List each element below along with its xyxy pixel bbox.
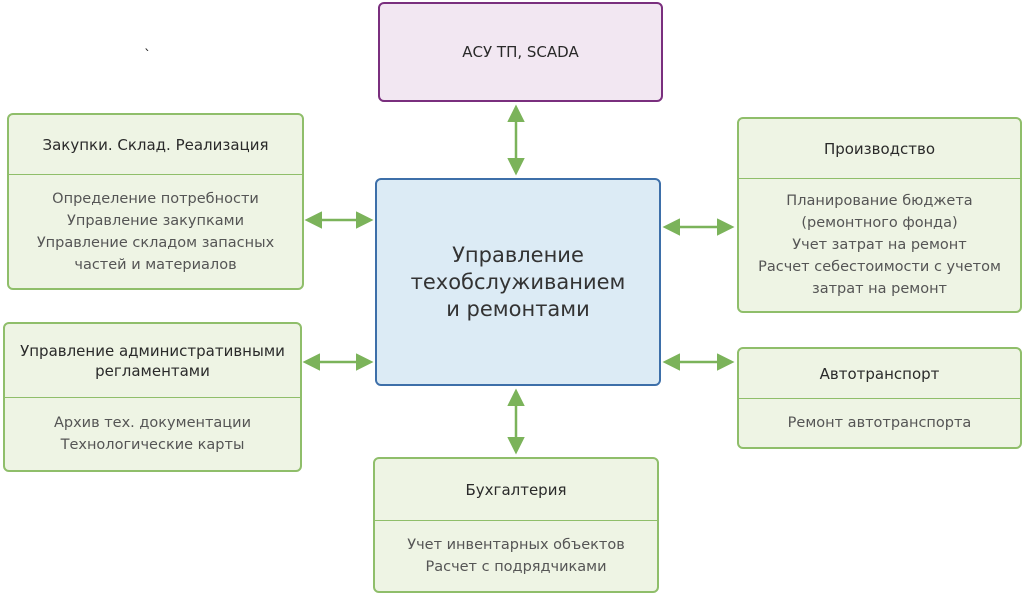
purchasing-items: Определение потребности Управление закуп… — [9, 175, 302, 288]
production-item: Расчет себестоимости с учетом — [758, 259, 1001, 275]
production-item: Учет затрат на ремонт — [792, 237, 967, 253]
center-line-3: и ремонтами — [446, 296, 590, 321]
accounting-item: Расчет с подрядчиками — [425, 559, 607, 575]
admin-item: Архив тех. документации — [53, 415, 252, 431]
production-title-line: Производство — [823, 139, 936, 158]
purchasing-item: частей и материалов — [74, 256, 237, 273]
admin-title-line: регламентами — [95, 361, 210, 380]
accounting-title: Бухгалтерия — [375, 459, 657, 521]
transport-title: Автотранспорт — [739, 349, 1020, 399]
transport-box: Автотранспорт Ремонт автотранспорта — [737, 347, 1022, 449]
purchasing-item: Управление складом запасных — [36, 234, 275, 251]
admin-title-line: Управление административными — [20, 341, 285, 360]
transport-item: Ремонт автотранспорта — [787, 415, 972, 431]
production-item: (ремонтного фонда) — [801, 215, 958, 231]
scada-box: АСУ ТП, SCADA — [378, 2, 663, 102]
purchasing-title-line: Закупки. Склад. Реализация — [42, 135, 269, 154]
purchasing-item: Управление закупками — [67, 212, 244, 229]
production-item: Планирование бюджета — [786, 193, 973, 209]
accounting-box: Бухгалтерия Учет инвентарных объектов Ра… — [373, 457, 659, 593]
admin-title: Управление административными регламентам… — [5, 324, 300, 398]
admin-box: Управление административными регламентам… — [3, 322, 302, 472]
transport-items: Ремонт автотранспорта — [739, 399, 1020, 447]
production-title: Производство — [739, 119, 1020, 179]
scada-label: АСУ ТП, SCADA — [462, 43, 579, 61]
admin-item: Технологические карты — [60, 437, 245, 453]
accounting-title-line: Бухгалтерия — [465, 480, 567, 499]
purchasing-item: Определение потребности — [52, 190, 259, 207]
admin-items: Архив тех. документации Технологические … — [5, 398, 300, 470]
accounting-items: Учет инвентарных объектов Расчет с подря… — [375, 521, 657, 591]
stray-mark: ` — [144, 48, 151, 64]
transport-title-line: Автотранспорт — [819, 364, 940, 383]
maintenance-center-box: Управление техобслуживанием и ремонтами — [375, 178, 661, 386]
accounting-item: Учет инвентарных объектов — [407, 537, 625, 553]
center-line-1: Управление — [452, 242, 584, 267]
production-items: Планирование бюджета (ремонтного фонда) … — [739, 179, 1020, 311]
center-line-2: техобслуживанием — [410, 269, 626, 294]
purchasing-box: Закупки. Склад. Реализация Определение п… — [7, 113, 304, 290]
production-box: Производство Планирование бюджета (ремон… — [737, 117, 1022, 313]
production-item: затрат на ремонт — [811, 281, 948, 297]
purchasing-title: Закупки. Склад. Реализация — [9, 115, 302, 175]
